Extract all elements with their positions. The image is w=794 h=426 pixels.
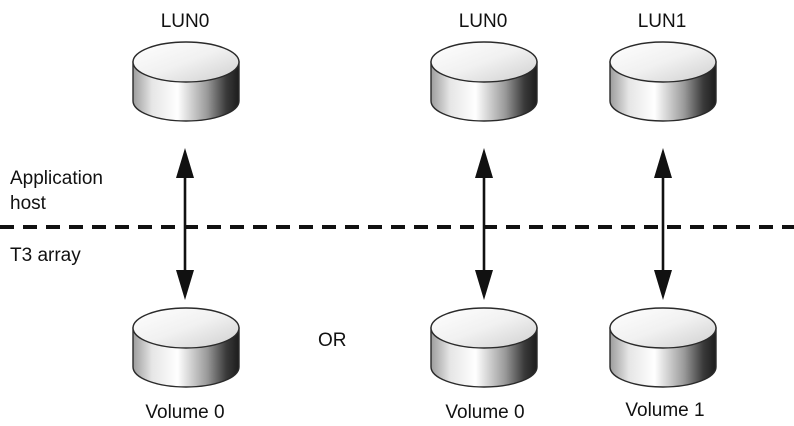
lun-disk-icon-2 (430, 41, 538, 122)
volume-label-2: Volume 0 (445, 402, 524, 423)
volume-label-1: Volume 0 (145, 402, 224, 423)
lun-label-2: LUN0 (459, 11, 508, 32)
application-host-line2: host (10, 193, 47, 214)
lun-disk-icon-3 (609, 41, 717, 122)
volume-label-3: Volume 1 (625, 400, 704, 421)
t3-array-label: T3 array (10, 245, 81, 266)
lun-disk-icon-1 (132, 41, 240, 122)
or-label: OR (318, 330, 347, 351)
lun-label-1: LUN0 (161, 11, 210, 32)
lun-label-3: LUN1 (638, 11, 687, 32)
volume-disk-icon-1 (132, 307, 240, 388)
volume-disk-icon-2 (430, 307, 538, 388)
mapping-arrow-3 (654, 148, 672, 300)
application-host-line1: Application (10, 168, 103, 189)
application-host-label: Application host (10, 168, 108, 214)
mapping-arrow-2 (475, 148, 493, 300)
mapping-arrow-1 (176, 148, 194, 300)
volume-disk-icon-3 (609, 307, 717, 388)
